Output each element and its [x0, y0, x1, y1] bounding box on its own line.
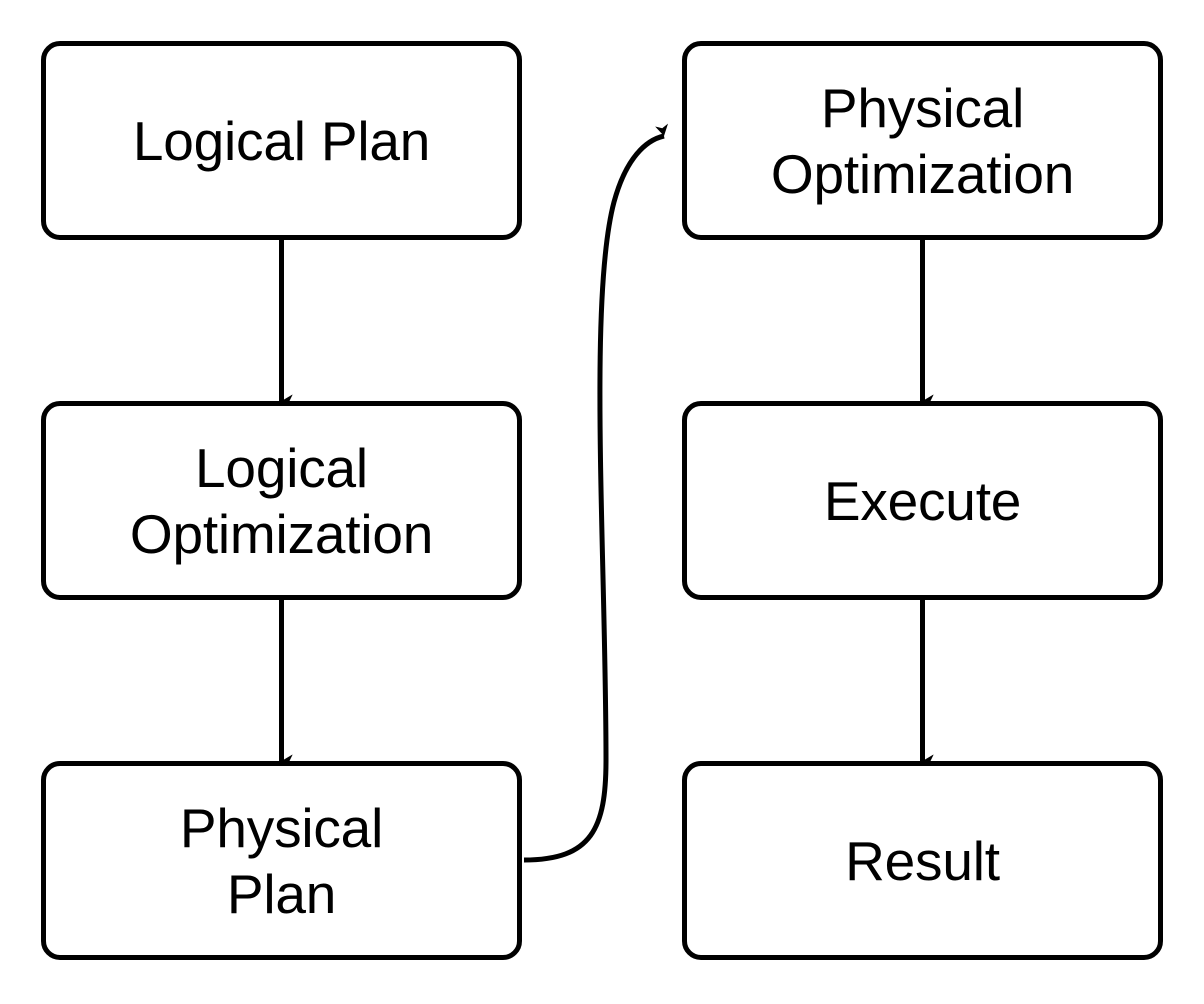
- node-logical-plan[interactable]: Logical Plan: [41, 41, 522, 240]
- node-physical-plan[interactable]: Physical Plan: [41, 761, 522, 960]
- edge-physical-plan-to-physical-optimization: [523, 123, 669, 863]
- node-result[interactable]: Result: [682, 761, 1163, 960]
- node-logical-optimization-label: Logical Optimization: [129, 436, 434, 565]
- node-execute-label: Execute: [823, 469, 1022, 532]
- node-physical-plan-label: Physical Plan: [179, 796, 384, 925]
- node-logical-optimization[interactable]: Logical Optimization: [41, 401, 522, 600]
- node-physical-optimization[interactable]: Physical Optimization: [682, 41, 1163, 240]
- node-logical-plan-label: Logical Plan: [132, 109, 431, 172]
- node-result-label: Result: [845, 829, 1000, 892]
- node-physical-optimization-label: Physical Optimization: [770, 76, 1075, 205]
- node-execute[interactable]: Execute: [682, 401, 1163, 600]
